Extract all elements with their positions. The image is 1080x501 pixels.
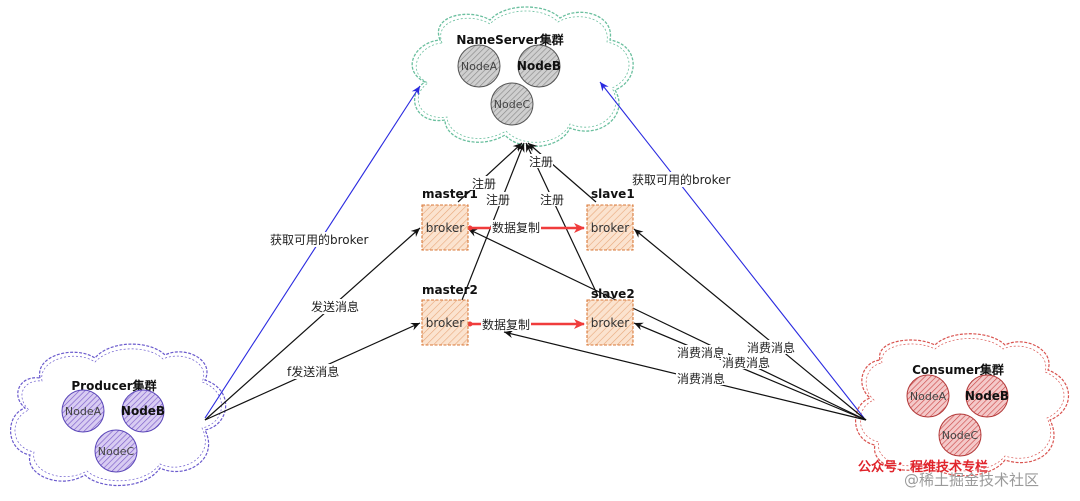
consumer-node-b: NodeB <box>965 374 1009 418</box>
producer-node-b: NodeB <box>121 389 165 433</box>
broker-slave1-label: broker <box>591 221 630 235</box>
edge-label-register-4: 注册 <box>540 192 564 207</box>
register-master1-line <box>457 142 523 203</box>
consumer-cluster-title: Consumer集群 <box>912 362 1004 377</box>
svg-text:NodeC: NodeC <box>494 98 531 111</box>
broker-slave1-title: slave1 <box>591 187 635 201</box>
broker-slave1-box <box>586 204 634 251</box>
broker-master1-box <box>421 204 469 251</box>
broker-slave2-title: slave2 <box>591 287 635 301</box>
nameserver-node-a: NodeA <box>457 44 501 88</box>
svg-text:NodeA: NodeA <box>65 405 102 418</box>
nameserver-cloud-outline <box>415 10 630 143</box>
register-slave1-line <box>527 142 597 203</box>
consume-slave2-line <box>633 322 867 421</box>
edge-label-register-1: 注册 <box>472 176 496 191</box>
producer-cloud <box>10 343 227 486</box>
watermark-grey: @稀土掘金技术社区 <box>904 471 1039 489</box>
svg-text:NodeB: NodeB <box>121 404 165 418</box>
nameserver-node-c: NodeC <box>490 82 534 126</box>
producer-cluster-title: Producer集群 <box>71 378 156 393</box>
svg-text:NodeC: NodeC <box>98 445 135 458</box>
edge-label-replicate-1: 数据复制 <box>492 220 540 235</box>
edge-label-register-3: 注册 <box>529 154 553 169</box>
edge-label-consume-4: 消费消息 <box>677 371 725 386</box>
svg-text:NodeA: NodeA <box>910 390 947 403</box>
producer-node-c: NodeC <box>94 429 138 473</box>
svg-text:NodeA: NodeA <box>461 60 498 73</box>
edge-label-replicate-2: 数据复制 <box>482 317 530 332</box>
consumer-node-a: NodeA <box>906 374 950 418</box>
producer-node-a: NodeA <box>61 389 105 433</box>
svg-text:NodeB: NodeB <box>965 389 1009 403</box>
edge-label-consume-3: 消费消息 <box>747 340 795 355</box>
producer-get-broker-line <box>204 85 421 419</box>
edge-label-send-1: 发送消息 <box>311 299 359 314</box>
broker-slave2-box <box>586 299 634 346</box>
producer-cloud-outline <box>14 348 222 481</box>
edge-label-register-2: 注册 <box>486 192 510 207</box>
edge-label-consumer-get-broker: 获取可用的broker <box>632 172 731 187</box>
broker-slave2-label: broker <box>591 316 630 330</box>
broker-master2-title: master2 <box>422 283 478 297</box>
svg-text:NodeB: NodeB <box>517 59 561 73</box>
edge-label-consume-2: 消费消息 <box>722 355 770 370</box>
broker-master1-title: master1 <box>422 187 478 201</box>
broker-master1-label: broker <box>426 221 465 235</box>
consumer-cloud <box>855 333 1070 477</box>
broker-master2-box <box>421 299 469 346</box>
broker-master2-label: broker <box>426 316 465 330</box>
send-master1-line <box>204 227 421 421</box>
consume-master1-line <box>467 228 867 421</box>
nameserver-node-b: NodeB <box>517 44 561 88</box>
consumer-node-c: NodeC <box>938 413 982 457</box>
edge-label-send-2: f发送消息 <box>287 364 339 379</box>
register-slave2-line <box>525 142 599 297</box>
nameserver-cluster-title: NameServer集群 <box>456 32 563 47</box>
consumer-cloud-outline <box>860 338 1065 472</box>
consume-slave1-line <box>633 228 867 421</box>
edge-label-consume-1: 消费消息 <box>677 345 725 360</box>
watermark-red: 公众号：程维技术专栏 <box>858 459 988 475</box>
consumer-get-broker-line <box>599 81 865 419</box>
edge-label-producer-get-broker: 获取可用的broker <box>270 232 369 247</box>
svg-text:NodeC: NodeC <box>942 429 979 442</box>
